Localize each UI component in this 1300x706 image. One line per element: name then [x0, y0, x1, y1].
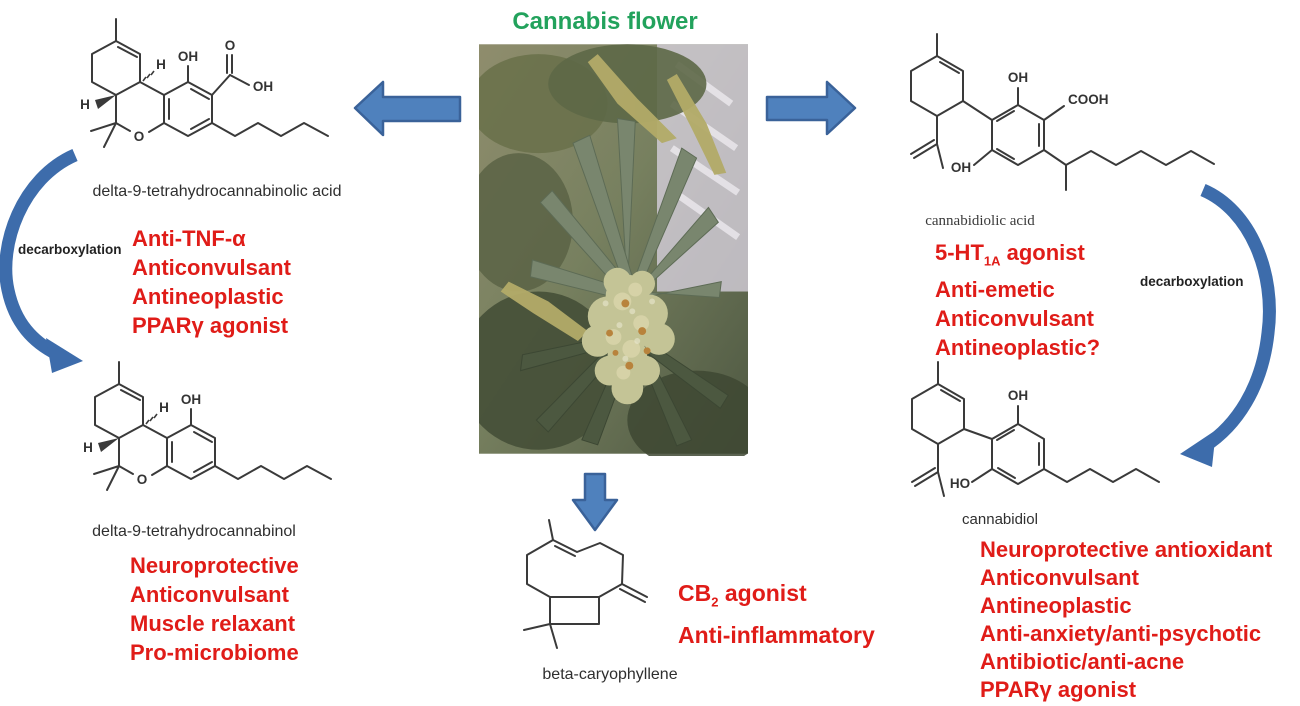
effect-item: Anticonvulsant: [130, 582, 289, 607]
effect-item: PPARγ agonist: [132, 313, 289, 338]
cbda-structure: OH COOH OH: [910, 33, 1215, 191]
effect-item: Anti-TNF-α: [132, 226, 246, 251]
effect-text: agonist: [718, 580, 807, 606]
thc-effects: Neuroprotective Anticonvulsant Muscle re…: [130, 551, 299, 667]
arrow-left-icon: [353, 80, 462, 137]
decarboxylation-curved-arrow-right-icon: [1180, 184, 1276, 467]
beta-caryophyllene-structure: [523, 519, 648, 649]
thca-carbonyl-oxygen: O: [225, 38, 236, 53]
effect-item: Antineoplastic: [132, 284, 284, 309]
cannabis-flower-photo: [479, 44, 748, 456]
effect-item: Anti-anxiety/anti-psychotic: [980, 621, 1262, 646]
cbd-name: cannabidiol: [962, 511, 1038, 528]
cbd-oh-top: OH: [1008, 388, 1028, 403]
effect-item: 5-HT1A agonist: [935, 238, 1100, 275]
effect-item: Muscle relaxant: [130, 611, 296, 636]
effect-item: Neuroprotective antioxidant: [980, 537, 1273, 562]
effect-item: Antineoplastic: [980, 593, 1132, 618]
effect-text: 5-HT: [935, 240, 984, 265]
effect-item: Anti-inflammatory: [678, 621, 875, 648]
thca-h-upper: H: [156, 57, 166, 72]
arrow-down-icon: [571, 472, 619, 532]
thca-h-lower: H: [80, 97, 90, 112]
thca-structure: O OH O OH H H: [80, 18, 329, 148]
thc-h-upper: H: [159, 400, 169, 415]
thc-structure: O OH H H: [83, 361, 332, 491]
effect-item: Pro-microbiome: [130, 640, 299, 665]
effect-item: Anticonvulsant: [935, 306, 1094, 332]
thca-ring-oxygen: O: [134, 129, 145, 144]
cbd-ho-bottom: HO: [950, 476, 970, 491]
beta-caryophyllene-effects: CB2 agonist Anti-inflammatory: [678, 577, 875, 651]
effect-item: CB2 agonist: [678, 577, 875, 619]
cbd-effects: Neuroprotective antioxidant Anticonvulsa…: [980, 536, 1272, 704]
thca-acid-oh: OH: [253, 79, 273, 94]
arrow-right-icon: [765, 80, 857, 136]
thc-oh-top: OH: [181, 392, 201, 407]
effect-subscript: 2: [711, 594, 719, 610]
effect-item: Anticonvulsant: [980, 565, 1139, 590]
decarboxylation-label-left: decarboxylation: [18, 242, 122, 257]
thc-name: delta-9-tetrahydrocannabinol: [92, 523, 296, 540]
cbda-name: cannabidiolic acid: [925, 213, 1035, 229]
cbda-effects: 5-HT1A agonist Anti-emetic Anticonvulsan…: [935, 238, 1100, 362]
thca-name: delta-9-tetrahydrocannabinolic acid: [92, 183, 342, 200]
effect-item: Anti-emetic: [935, 277, 1055, 303]
cbda-oh-bottom: OH: [951, 160, 971, 175]
thc-h-lower: H: [83, 440, 93, 455]
effect-item: Antibiotic/anti-acne: [980, 649, 1185, 674]
thca-oh-top: OH: [178, 49, 198, 64]
effect-text: CB: [678, 580, 712, 606]
cbda-oh-top: OH: [1008, 70, 1028, 85]
cbd-structure: OH HO: [911, 361, 1160, 497]
effect-subscript: 1A: [983, 253, 1001, 269]
figure-title: Cannabis flower: [512, 8, 698, 35]
thc-ring-oxygen: O: [137, 472, 148, 487]
beta-caryophyllene-name: beta-caryophyllene: [542, 666, 678, 683]
cbda-cooh: COOH: [1068, 92, 1109, 107]
decarboxylation-label-right: decarboxylation: [1140, 274, 1244, 289]
effect-item: Anticonvulsant: [132, 255, 291, 280]
thca-effects: Anti-TNF-α Anticonvulsant Antineoplastic…: [132, 224, 291, 340]
effect-text: agonist: [1000, 240, 1085, 265]
effect-item: Neuroprotective: [130, 553, 299, 578]
effect-item: PPARγ agonist: [980, 677, 1137, 702]
decarboxylation-curved-arrow-left-icon: [0, 149, 83, 373]
effect-item: Antineoplastic?: [935, 335, 1101, 361]
